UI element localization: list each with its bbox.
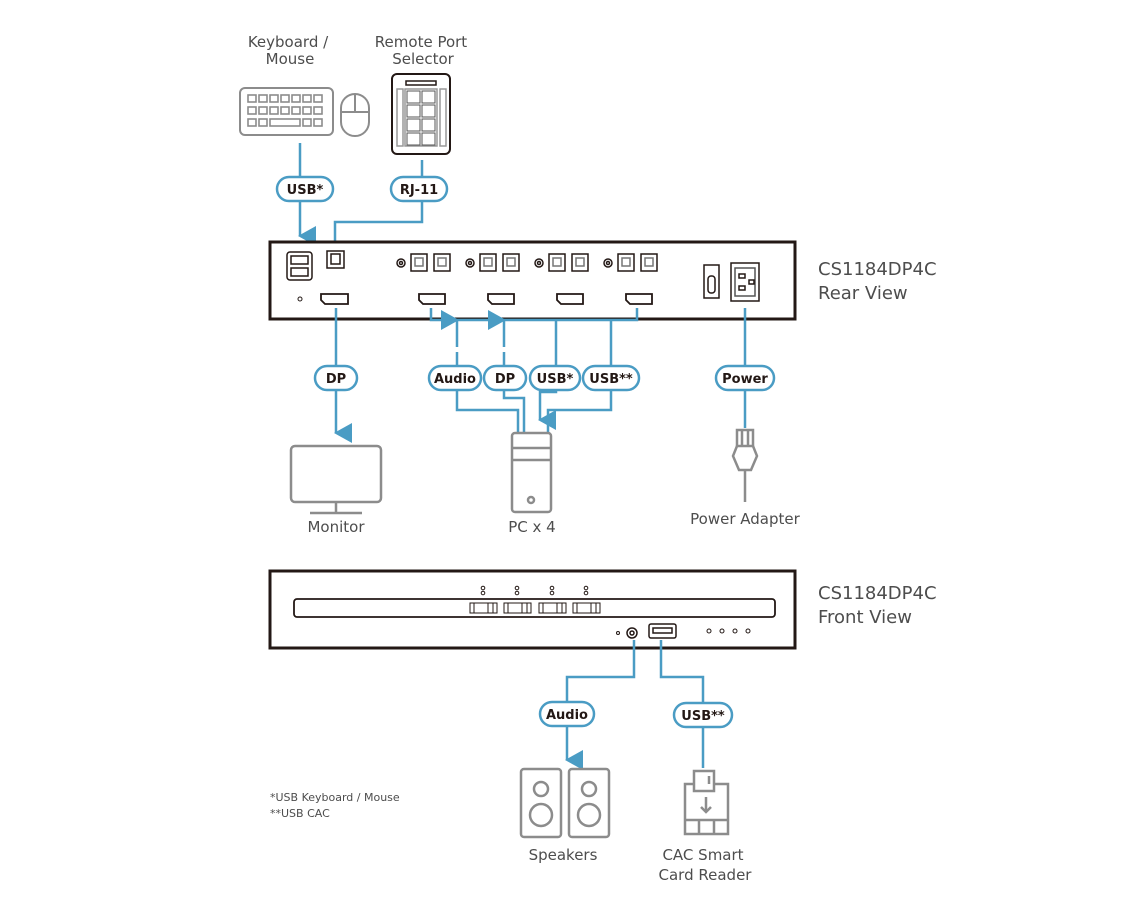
front-panel <box>268 569 797 650</box>
pill-label: USB** <box>589 372 633 387</box>
usb-a-ports-icon <box>286 251 313 281</box>
power-plug-icon <box>731 428 759 502</box>
speakers-label: Speakers <box>529 846 598 864</box>
port-select-button-1[interactable] <box>469 585 498 614</box>
usb-b-port-icon <box>433 253 451 272</box>
usb-b-port-icon <box>617 253 635 272</box>
front-view-model: CS1184DP4C <box>818 583 937 604</box>
card-reader-label-1: CAC Smart <box>662 846 743 864</box>
keyboard-mouse-label-1: Keyboard / <box>248 33 329 51</box>
pill-label: USB* <box>287 183 324 198</box>
pill-label: Power <box>722 372 768 387</box>
port-select-button-2[interactable] <box>503 585 532 614</box>
usb-front-port-icon <box>648 623 677 639</box>
remote-selector-label-1: Remote Port <box>375 33 467 51</box>
audio-port-icon <box>534 258 544 268</box>
led-icon <box>297 296 303 302</box>
rear-view-model: CS1184DP4C <box>818 259 937 280</box>
audio-port-icon <box>396 258 406 268</box>
remote-selector-label-2: Selector <box>392 50 454 68</box>
front-leds <box>706 628 751 634</box>
pill-label: RJ-11 <box>400 183 438 198</box>
dp-in-port-icon <box>487 293 515 305</box>
pill-usb-cac-pc: USB** <box>581 364 641 392</box>
rear-view-label: Rear View <box>818 283 908 304</box>
usb-b-port-icon <box>479 253 497 272</box>
keyboard-icon <box>239 87 334 136</box>
port-select-button-3[interactable] <box>538 585 567 614</box>
monitor-label: Monitor <box>307 518 365 536</box>
pc-label: PC x 4 <box>508 518 555 536</box>
pill-label: USB** <box>681 709 725 724</box>
keyboard-mouse-label-2: Mouse <box>266 50 315 68</box>
rear-panel <box>268 240 797 321</box>
dp-in-port-icon <box>556 293 584 305</box>
usb-b-port-icon <box>571 253 589 272</box>
pc-tower-icon <box>510 431 553 514</box>
audio-jack-icon <box>626 627 638 639</box>
monitor-icon <box>289 444 383 515</box>
pill-usb-keyboard: USB* <box>275 175 335 203</box>
card-reader-label-2: Card Reader <box>659 866 753 884</box>
pill-label: Audio <box>546 708 588 723</box>
pc-port-group-1 <box>396 253 451 305</box>
pill-audio-speakers: Audio <box>538 700 596 728</box>
audio-port-icon <box>603 258 613 268</box>
pc-port-group-4 <box>603 253 658 305</box>
power-socket-icon <box>730 262 760 302</box>
dp-out-port-icon <box>320 293 349 305</box>
pill-label: USB* <box>537 372 574 387</box>
usb-b-port-icon <box>548 253 566 272</box>
pill-dp-pc: DP <box>482 364 528 392</box>
front-view-label: Front View <box>818 607 912 628</box>
usb-b-port-icon <box>502 253 520 272</box>
audio-port-icon <box>465 258 475 268</box>
pill-power: Power <box>714 364 776 392</box>
pill-rj11: RJ-11 <box>389 175 449 203</box>
port-select-button-4[interactable] <box>572 585 601 614</box>
remote-port-selector-device: Remote Port Selector <box>375 33 467 155</box>
pill-label: Audio <box>434 372 476 387</box>
usb-b-port-icon <box>410 253 428 272</box>
keyboard-mouse-device: Keyboard / Mouse <box>239 33 370 137</box>
rj11-port-icon <box>326 250 345 269</box>
pc-port-group-2 <box>465 253 520 305</box>
pill-usb-pc: USB* <box>528 364 582 392</box>
mouse-icon <box>340 93 370 137</box>
pill-dp-monitor: DP <box>313 364 359 392</box>
pill-label: DP <box>326 372 346 387</box>
speakers-icon <box>519 767 611 839</box>
pill-usb-card-reader: USB** <box>672 701 734 729</box>
power-adapter-label: Power Adapter <box>690 510 800 528</box>
pill-audio-pc: Audio <box>427 364 483 392</box>
pc-port-group-3 <box>534 253 589 305</box>
remote-selector-icon <box>391 73 451 155</box>
usb-b-port-icon <box>640 253 658 272</box>
footnote-2: **USB CAC <box>270 807 330 820</box>
card-reader-icon <box>683 769 730 836</box>
pill-label: DP <box>495 372 515 387</box>
footnote-1: *USB Keyboard / Mouse <box>270 791 400 804</box>
dp-in-port-icon <box>418 293 446 305</box>
power-switch-icon <box>703 264 720 299</box>
dp-in-port-icon <box>625 293 653 305</box>
